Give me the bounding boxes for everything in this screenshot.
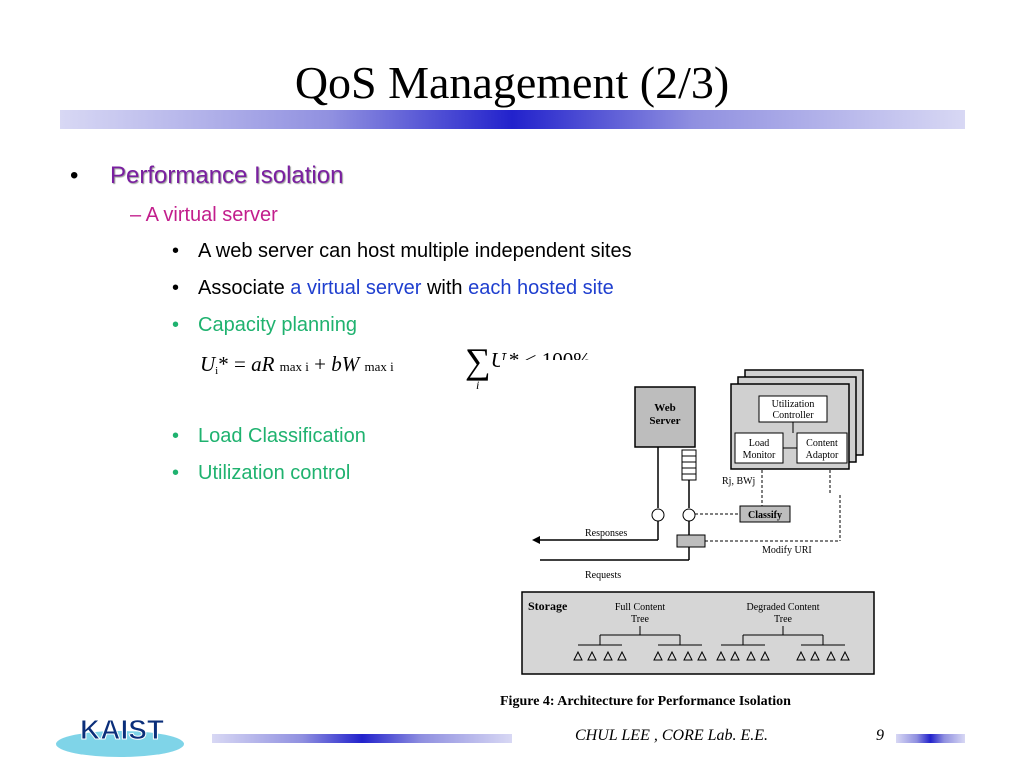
load-monitor-label-1: Load	[749, 438, 770, 449]
content-adaptor-box	[796, 432, 848, 464]
footer-bar-left	[212, 734, 512, 743]
formula-star-eq: * =	[218, 352, 252, 376]
formula-max-i: max i	[279, 359, 309, 374]
item-text: Capacity planning	[198, 314, 357, 336]
utilization-formula: Ui* = aR max i + bW max i	[200, 352, 394, 377]
page-number: 9	[876, 727, 884, 744]
formula-max-i-2: max i	[364, 359, 394, 374]
sigma-symbol: ∑	[465, 341, 491, 381]
load-monitor-box	[734, 432, 784, 464]
footer-bar-right	[896, 734, 965, 743]
full-tree-label-2: Tree	[631, 614, 650, 625]
content-adaptor-label-2: Adaptor	[806, 450, 839, 461]
item-highlight-hosted-site: each hosted site	[468, 277, 614, 299]
web-server-label-1: Web	[654, 402, 675, 414]
kaist-logo: KAIST	[56, 714, 184, 757]
formula-ar: aR	[251, 352, 275, 376]
utilization-controller-label-2: Controller	[772, 410, 814, 421]
formula-bw: bW	[331, 352, 360, 376]
sigma-index: i	[476, 378, 480, 392]
degraded-tree-label-2: Tree	[774, 614, 793, 625]
web-server-box	[634, 386, 696, 448]
item-highlight-virtual-server: a virtual server	[290, 277, 422, 299]
figure-caption: Figure 4: Architecture for Performance I…	[500, 694, 791, 709]
bullet-dot: •	[172, 277, 180, 299]
full-tree-label-1: Full Content	[615, 602, 666, 613]
rj-bwj-label: Rj, BWj	[722, 476, 755, 487]
footer-author: CHUL LEE , CORE Lab. E.E.	[575, 727, 769, 744]
title-divider-bar	[60, 110, 965, 129]
web-server-label-2: Server	[649, 415, 680, 427]
formula-u: U	[200, 352, 216, 376]
item-mid: with	[421, 277, 469, 299]
degraded-content-tree	[716, 626, 850, 661]
bullet-dot: •	[172, 240, 180, 262]
item-text: Utilization control	[198, 462, 351, 484]
item-prefix: Associate	[198, 277, 291, 299]
classify-label: Classify	[748, 510, 782, 521]
kaist-logo-text: KAIST	[80, 714, 164, 745]
item-capacity-planning: • Capacity planning	[172, 314, 357, 337]
item-associate: • Associate a virtual server with each ho…	[172, 277, 614, 300]
storage-box	[521, 591, 875, 675]
bullet-dot: •	[172, 425, 180, 447]
storage-label: Storage	[528, 599, 568, 613]
request-queue	[681, 449, 697, 481]
full-content-tree	[573, 626, 707, 661]
bullet-dot: •	[70, 162, 79, 189]
formula-plus: +	[308, 352, 332, 376]
utilization-controller-label-1: Utilization	[772, 399, 815, 410]
content-adaptor-label-1: Content	[806, 438, 838, 449]
slide-title: QoS Management (2/3)	[294, 57, 730, 108]
modify-uri-label: Modify URI	[762, 545, 812, 556]
classify-box	[739, 505, 791, 523]
load-monitor-label-2: Monitor	[743, 450, 776, 461]
utilization-controller-box	[758, 395, 828, 423]
item-text: Load Classification	[198, 425, 366, 447]
bullet-dot: •	[172, 314, 180, 336]
bullet-text: Performance Isolation	[110, 162, 344, 189]
requests-label: Requests	[585, 570, 621, 581]
item-load-classification: • Load Classification	[172, 425, 366, 448]
bullet-dot: •	[172, 462, 180, 484]
architecture-figure: Web Server Utilization Controller Load M…	[500, 360, 900, 710]
degraded-tree-label-1: Degraded Content	[746, 602, 819, 613]
responses-label: Responses	[585, 528, 627, 539]
sub-bullet-virtual-server: – A virtual server	[130, 204, 278, 226]
item-text: A web server can host multiple independe…	[198, 240, 632, 262]
formula-sub-i: i	[215, 365, 219, 377]
item-web-server-host: • A web server can host multiple independ…	[172, 240, 632, 263]
item-utilization-control: • Utilization control	[172, 462, 350, 485]
